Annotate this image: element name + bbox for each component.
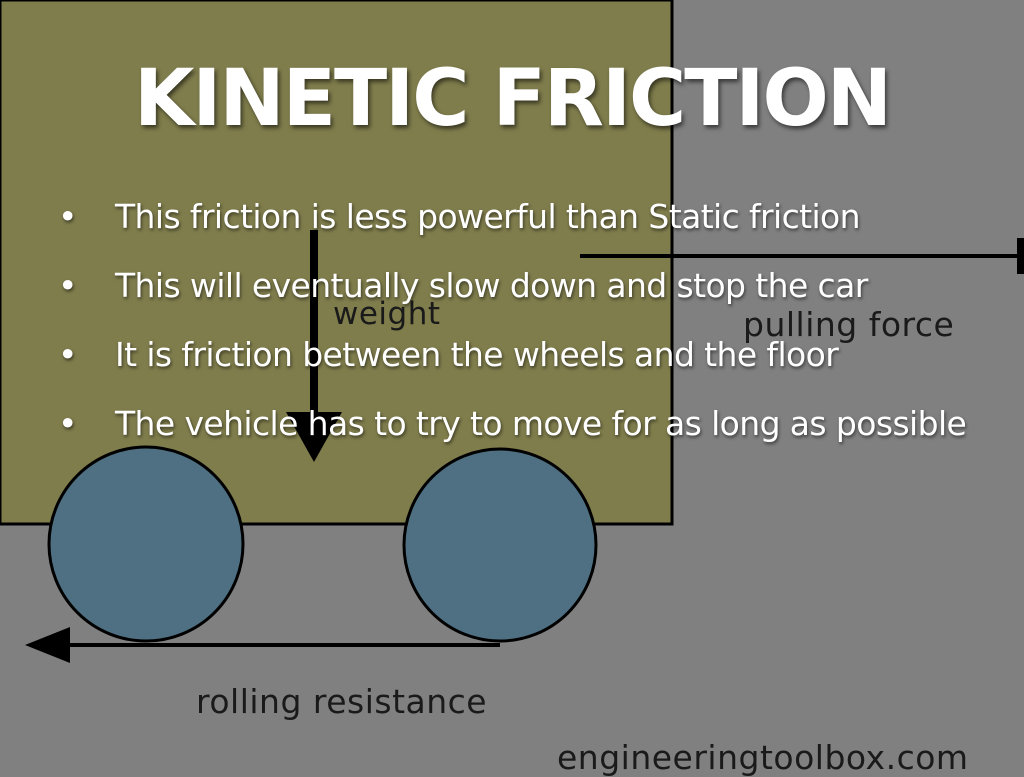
bullet-item: • It is friction between the wheels and … [58,335,1018,404]
bullet-item: • This will eventually slow down and sto… [58,266,1018,335]
weight-arrow [286,230,342,462]
weight-label: weight [333,296,441,332]
pulling-force-arrow [580,238,1024,274]
bullet-list: • This friction is less powerful than St… [58,197,1018,473]
bullet-item: • This friction is less powerful than St… [58,197,1018,266]
source-credit: engineeringtoolbox.com [557,738,969,777]
rolling-resistance-label: rolling resistance [196,682,488,721]
pulling-force-label: pulling force [743,305,955,344]
bullet-dot: • [58,197,77,236]
slide-title: KINETIC FRICTION [133,54,892,144]
bullet-item: • The vehicle has to try to move for as … [58,404,1018,473]
wheel-left [47,445,245,643]
car-body [0,0,674,526]
wheel-right [402,447,598,643]
bullet-text: This will eventually slow down and stop … [115,266,868,305]
rolling-resistance-arrow [25,627,500,663]
bullet-dot: • [58,335,77,374]
bullet-text: The vehicle has to try to move for as lo… [115,404,967,443]
bullet-text: It is friction between the wheels and th… [115,335,839,374]
bullet-dot: • [58,266,77,305]
bullet-text: This friction is less powerful than Stat… [115,197,861,236]
bullet-dot: • [58,404,77,443]
